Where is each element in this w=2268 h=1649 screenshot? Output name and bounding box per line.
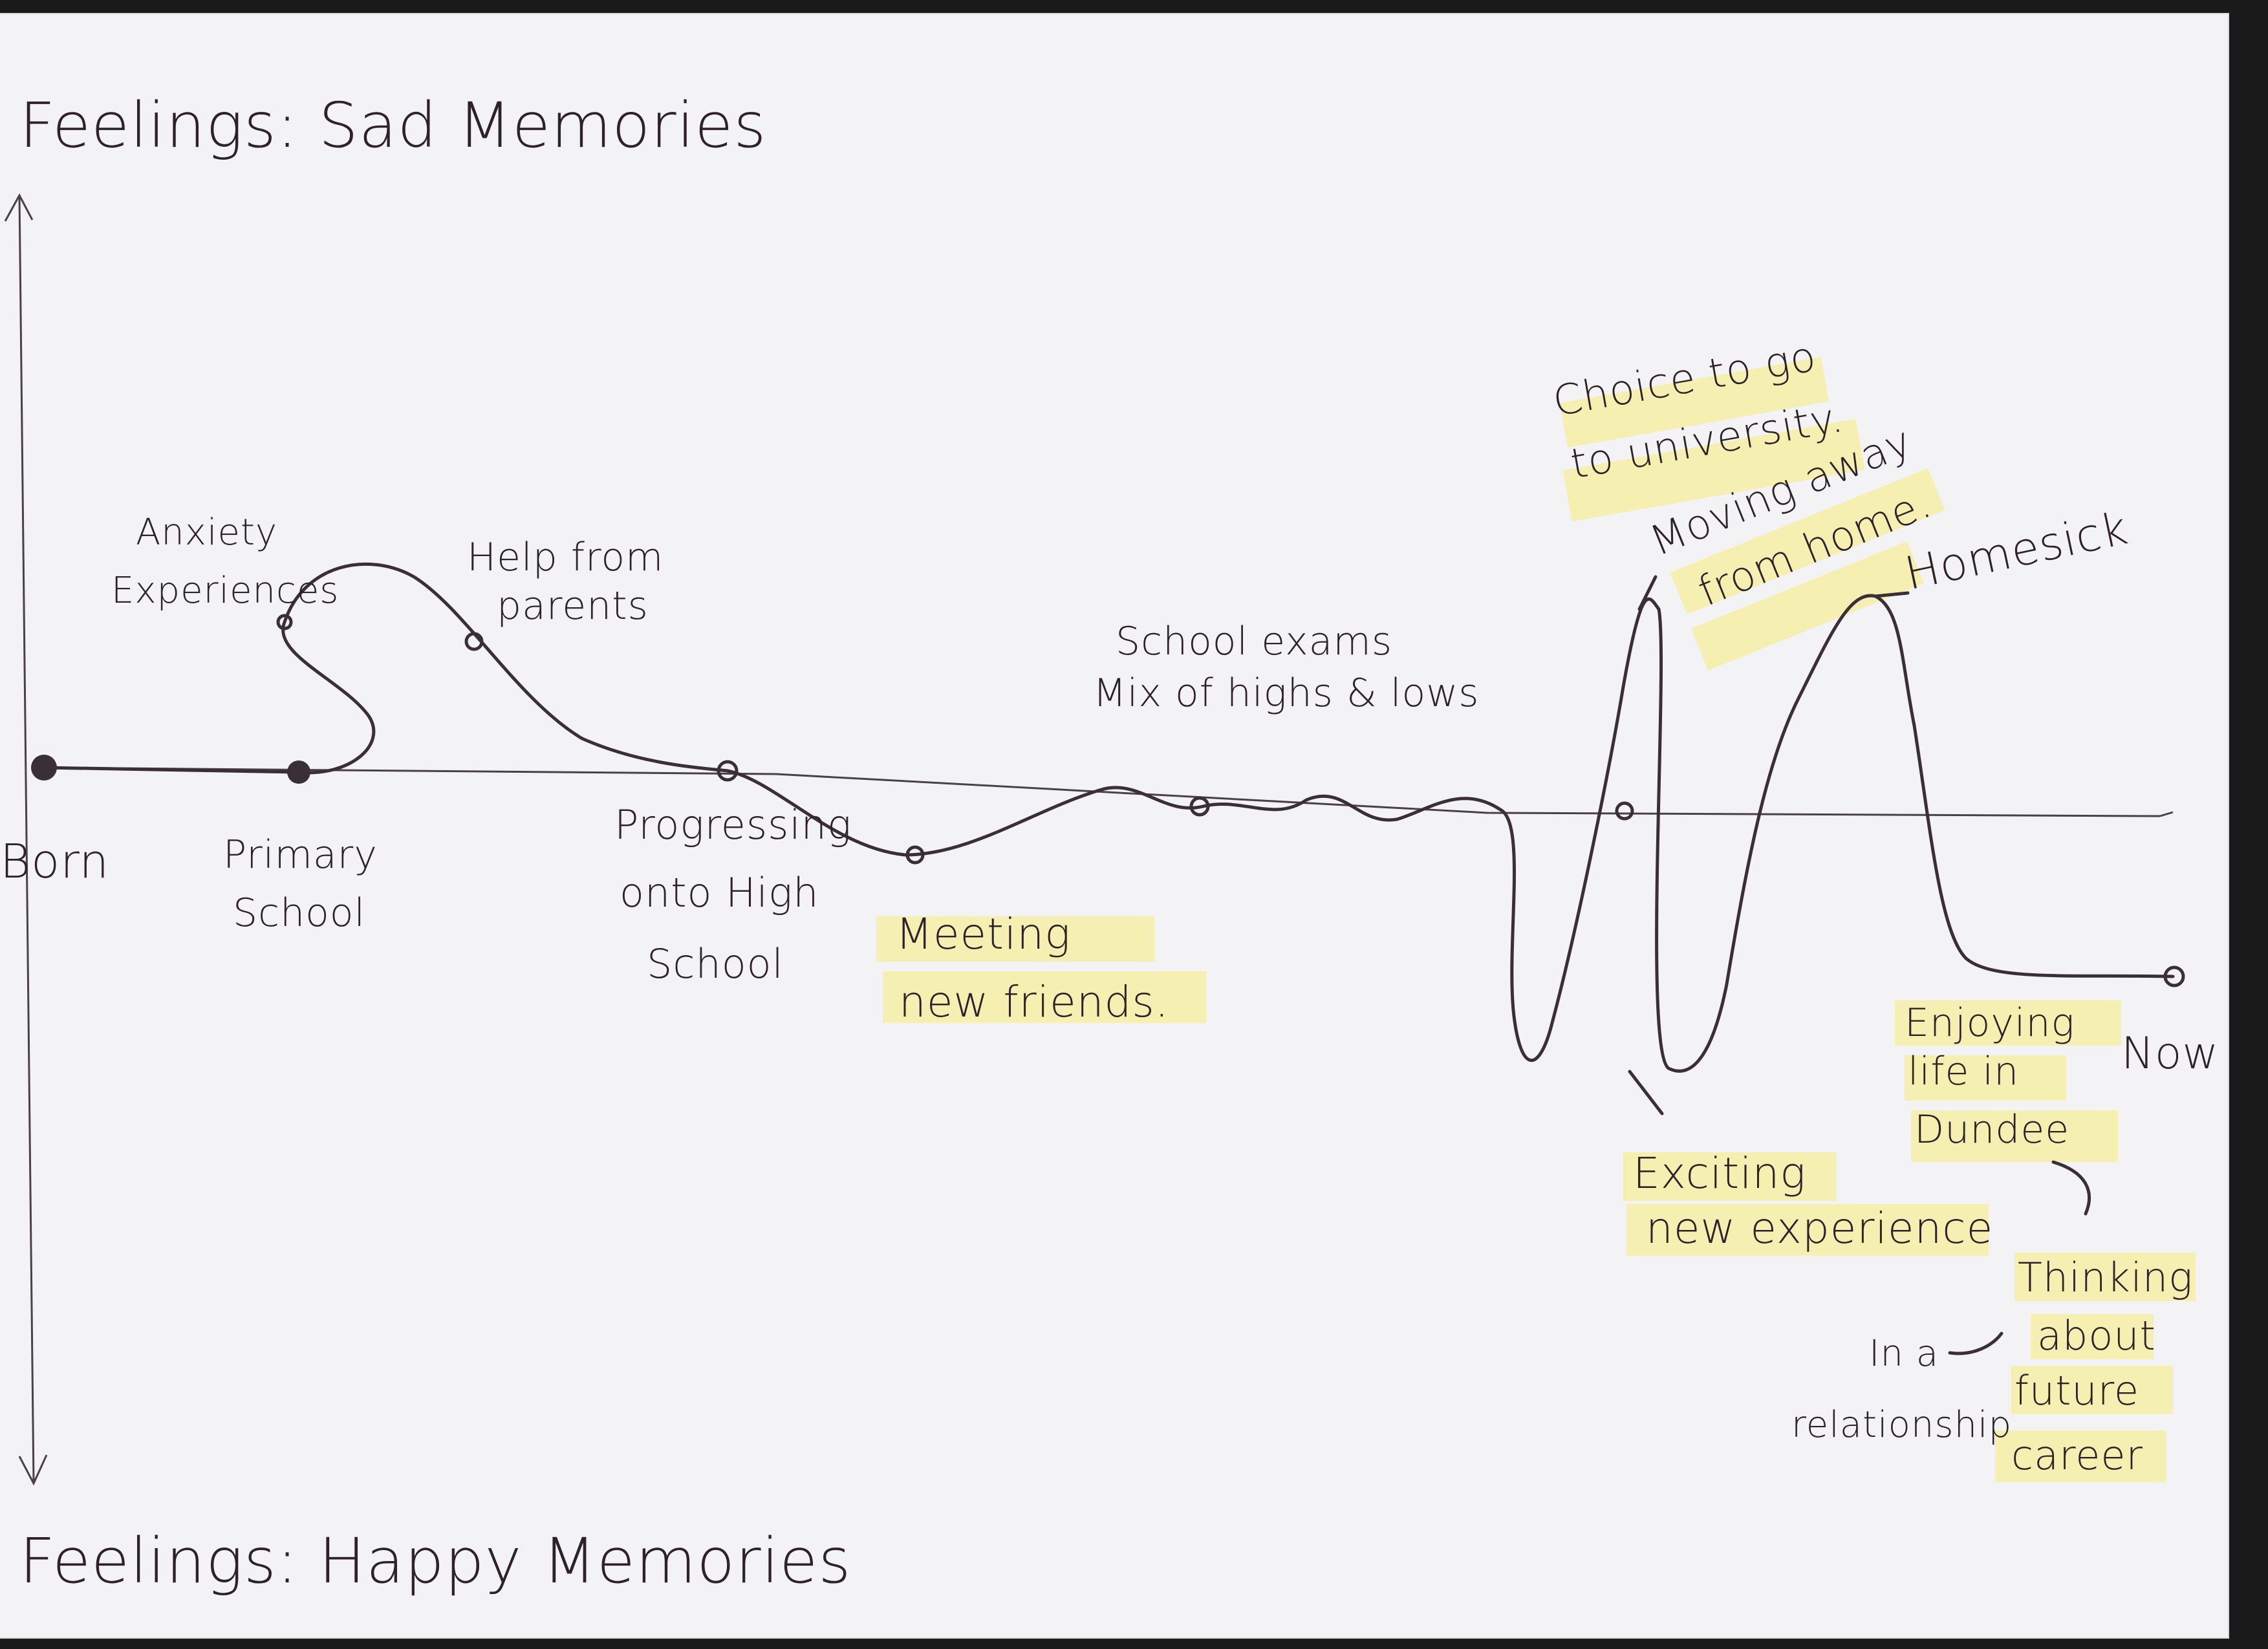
highlight-moving-away (1670, 468, 1945, 614)
baseline-end-tick (2159, 811, 2174, 817)
meeting-friends-label: Meeting new friends. (896, 909, 1169, 1027)
homesick-connector (1874, 591, 1910, 598)
meeting-friends-marker (905, 845, 925, 865)
school-exams-marker (1189, 796, 1210, 817)
axis-arrow-top (4, 193, 34, 222)
baseline (43, 766, 2161, 817)
paper-sheet: Feelings: Sad Memories Feelings: Happy M… (0, 14, 2228, 1637)
school-exams-label: School exams Mix of highs & lows (1093, 619, 1480, 716)
born-label: Born (0, 834, 109, 889)
life-timeline-diagram: Feelings: Sad Memories Feelings: Happy M… (0, 89, 2219, 1597)
emotion-curve (42, 563, 2175, 1073)
bottom-axis-label: Feelings: Happy Memories (19, 1525, 851, 1597)
exciting-label: Exciting new experience (1633, 1148, 1993, 1253)
event-markers (31, 614, 2185, 987)
highlight-thinking (2014, 1253, 2196, 1301)
now-marker (2163, 965, 2185, 987)
dundee-label: Enjoying life in Dundee (1905, 1000, 2088, 1152)
anxiety-marker (276, 614, 293, 630)
connector-strokes (1628, 575, 2091, 1355)
high-school-marker (717, 760, 739, 782)
choice-connector (1637, 575, 1658, 611)
feelings-axis (4, 193, 48, 1486)
homesick-label: Homesick (1901, 502, 2133, 601)
axis-line (18, 195, 35, 1483)
highlight-dundee (1911, 1110, 2118, 1162)
highlight-future (2011, 1366, 2173, 1414)
help-from-parents-label: Help from parents (467, 535, 677, 629)
relationship-label: In a relationship (1791, 1333, 2012, 1446)
thinking-label: Thinking about future career (2011, 1254, 2207, 1479)
now-label: Now (2121, 1028, 2219, 1079)
anxiety-label: Anxiety Experiences (111, 512, 339, 612)
relationship-connector (1948, 1331, 2003, 1355)
axis-arrow-bottom (18, 1454, 48, 1486)
university-marker (1615, 801, 1634, 821)
highlight-about (2031, 1314, 2154, 1359)
help-from-parents-marker (464, 632, 484, 651)
highlight-life-in (1905, 1055, 2066, 1101)
primary-school-marker (287, 760, 310, 784)
highlight-from-home (1690, 541, 1925, 671)
highlight-choice (1560, 356, 1829, 448)
exciting-connector (1628, 1070, 1664, 1116)
highlight-university (1562, 418, 1865, 522)
highlight-new-experience (1626, 1204, 1989, 1256)
highlight-new-friends (883, 971, 1206, 1023)
highlight-exciting (1623, 1152, 1837, 1201)
highlights (876, 356, 2196, 1482)
highlight-career (1995, 1430, 2166, 1482)
dundee-connector (2051, 1160, 2091, 1216)
high-school-label: Progressing onto High School (614, 801, 865, 987)
primary-school-label: Primary School (223, 832, 391, 936)
born-marker (31, 755, 57, 781)
highlight-meeting (876, 916, 1154, 962)
highlight-enjoying (1895, 1000, 2121, 1046)
top-axis-label: Feelings: Sad Memories (19, 89, 766, 162)
